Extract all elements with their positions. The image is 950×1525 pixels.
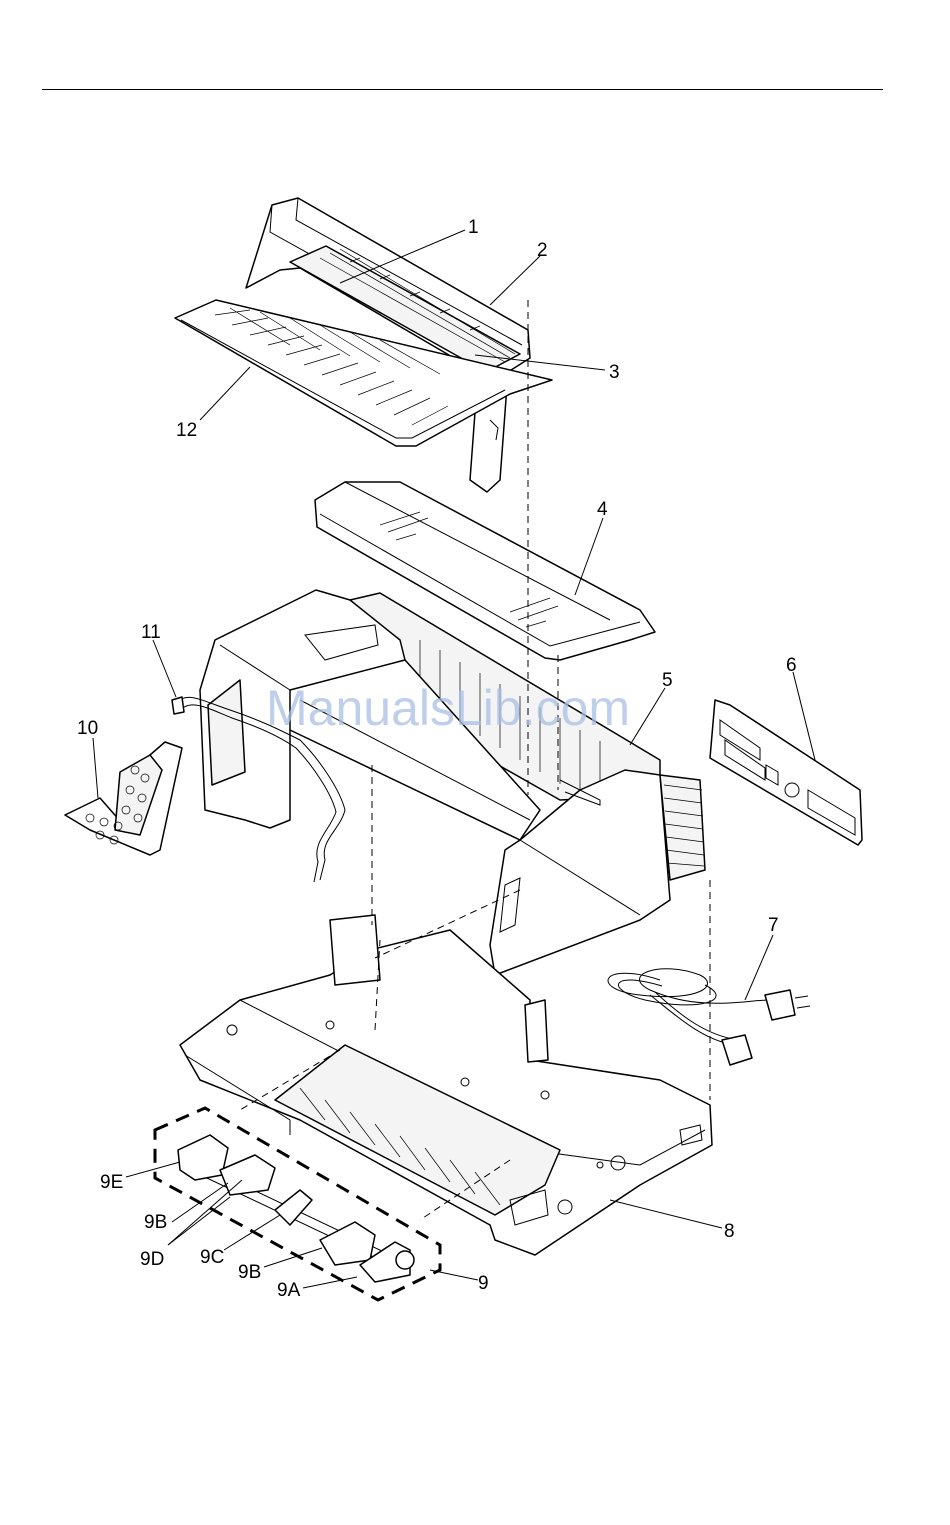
callout-12: 12 — [176, 420, 197, 441]
callout-9d: 9D — [140, 1249, 164, 1270]
callout-9b-right: 9B — [238, 1262, 261, 1283]
top-cover-assembly — [175, 198, 552, 492]
callout-6: 6 — [786, 655, 797, 676]
callout-1: 1 — [468, 217, 479, 238]
callout-9a: 9A — [277, 1280, 301, 1301]
callout-9e: 9E — [100, 1172, 123, 1193]
callout-9: 9 — [478, 1273, 489, 1294]
callout-10: 10 — [77, 718, 98, 739]
operator-panel — [65, 742, 182, 855]
callout-3: 3 — [609, 362, 620, 383]
callout-8: 8 — [724, 1221, 735, 1242]
base-chassis — [180, 915, 712, 1255]
watermark-text: ManualsLib.com — [266, 680, 630, 736]
callout-9b-left: 9B — [144, 1212, 167, 1233]
callout-2: 2 — [537, 240, 548, 261]
main-housing — [200, 590, 705, 975]
callout-5: 5 — [662, 670, 673, 691]
callout-11: 11 — [141, 622, 161, 643]
callout-9c: 9C — [200, 1247, 224, 1268]
power-cord — [608, 969, 810, 1065]
callout-4: 4 — [597, 499, 608, 520]
rear-panel — [710, 700, 862, 845]
callout-7: 7 — [768, 915, 779, 936]
